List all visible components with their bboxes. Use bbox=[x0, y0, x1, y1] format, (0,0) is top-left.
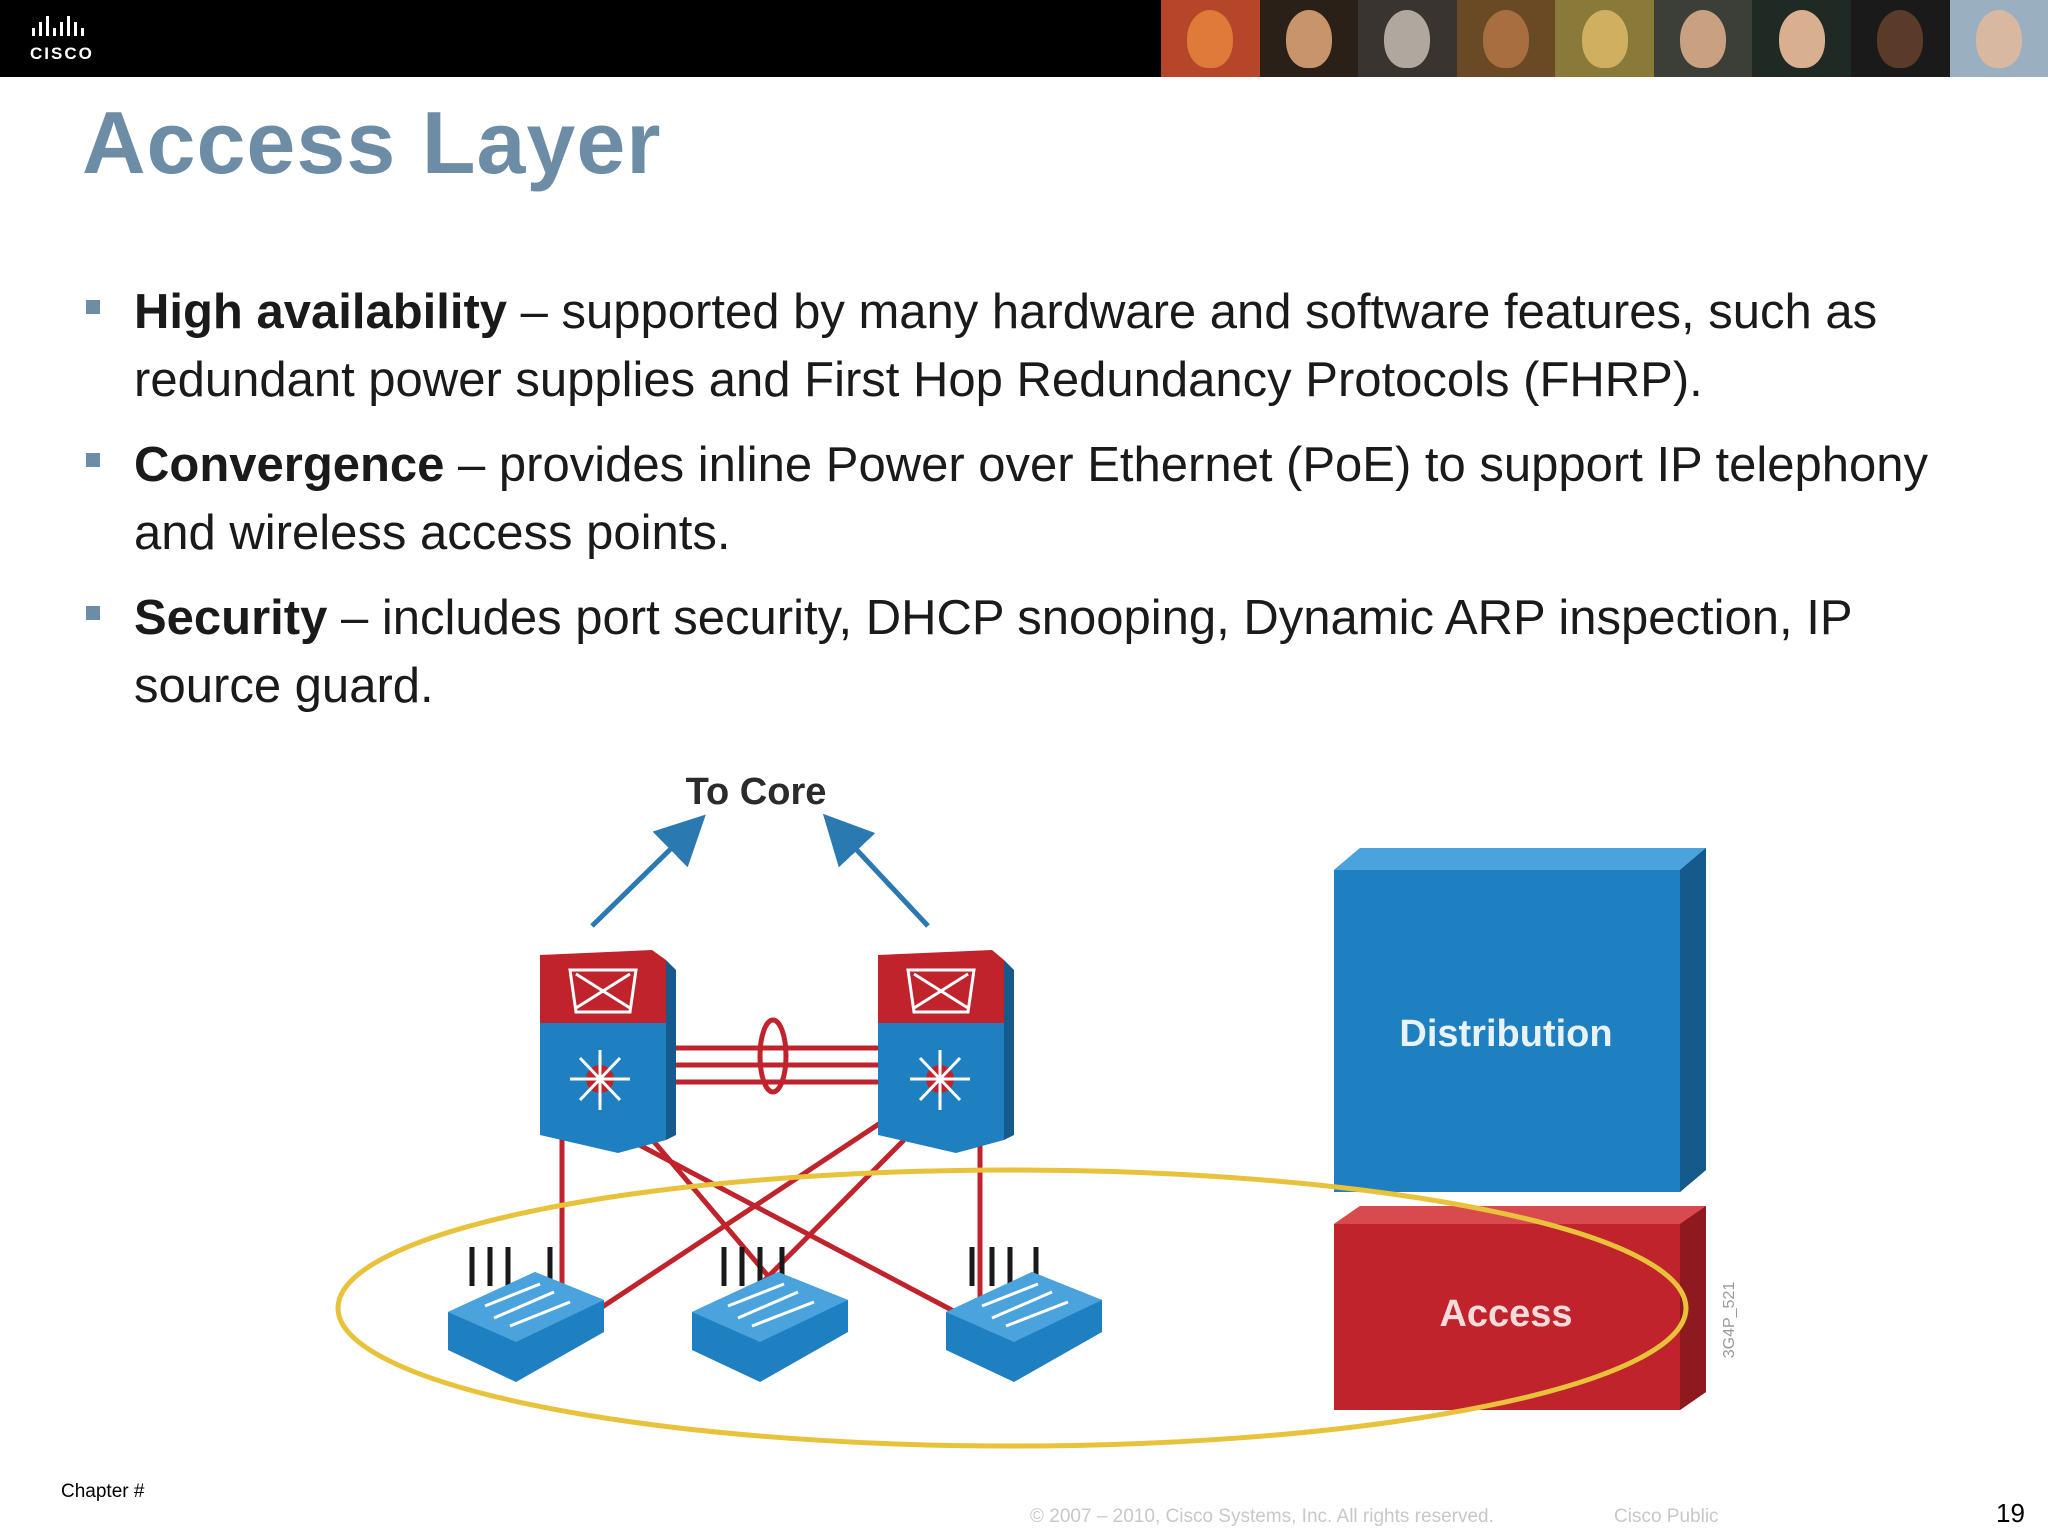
etherchannel-ring bbox=[757, 1017, 789, 1095]
network-topology-diagram: To Core bbox=[335, 771, 1738, 1449]
distribution-switch-left bbox=[540, 950, 676, 1153]
footer-chapter: Chapter # bbox=[61, 1481, 145, 1502]
bullet-text: – provides inline Power over Ethernet (P… bbox=[134, 438, 1928, 560]
photo-tile bbox=[1161, 0, 1260, 77]
access-block: Access bbox=[1334, 1206, 1706, 1410]
access-layer-ellipse bbox=[335, 1167, 1689, 1449]
photo-tile bbox=[1850, 0, 1950, 77]
bullet-term: High availability bbox=[134, 285, 508, 339]
bullet-item: Security – includes port security, DHCP … bbox=[86, 584, 1966, 720]
access-switch-right bbox=[946, 1247, 1102, 1382]
photo-tile bbox=[1259, 0, 1359, 77]
access-switch-left bbox=[448, 1247, 604, 1382]
figure-id: 3G4P_521 bbox=[1721, 1282, 1738, 1359]
cisco-logo: CISCO bbox=[30, 14, 120, 64]
bullet-item: High availability – supported by many ha… bbox=[86, 278, 1966, 414]
photo-tile bbox=[1949, 0, 2048, 77]
uplink-arrow-right bbox=[822, 813, 930, 928]
bullet-text: – includes port security, DHCP snooping,… bbox=[134, 591, 1852, 713]
to-core-label: To Core bbox=[686, 771, 827, 813]
uplink-arrow-left bbox=[590, 814, 706, 928]
bullet-term: Security bbox=[134, 591, 328, 645]
footer-classification: Cisco Public bbox=[1614, 1506, 1719, 1527]
photo-tile bbox=[1456, 0, 1556, 77]
distribution-block: Distribution bbox=[1334, 848, 1706, 1192]
photo-tile bbox=[1555, 0, 1654, 77]
page-number: 19 bbox=[1996, 1498, 2025, 1528]
distribution-label: Distribution bbox=[1399, 1013, 1612, 1055]
interswitch-links bbox=[660, 1017, 886, 1095]
distribution-switch-right bbox=[878, 950, 1014, 1153]
square-bullet-icon bbox=[86, 606, 100, 620]
photo-tile bbox=[1752, 0, 1851, 77]
square-bullet-icon bbox=[86, 453, 100, 467]
header-bar: CISCO bbox=[0, 0, 2048, 77]
square-bullet-icon bbox=[86, 300, 100, 314]
access-label: Access bbox=[1439, 1293, 1572, 1335]
bullet-term: Convergence bbox=[134, 438, 445, 492]
photo-tile bbox=[1358, 0, 1457, 77]
access-switch-middle bbox=[692, 1247, 848, 1382]
bullet-list: High availability – supported by many ha… bbox=[86, 278, 1966, 737]
slide-title: Access Layer bbox=[82, 93, 662, 192]
access-layer-diagram: To Core bbox=[280, 760, 1780, 1450]
people-photo-strip bbox=[1161, 0, 2048, 77]
footer-copyright: © 2007 – 2010, Cisco Systems, Inc. All r… bbox=[1030, 1506, 1494, 1527]
bullet-item: Convergence – provides inline Power over… bbox=[86, 431, 1966, 567]
photo-tile bbox=[1653, 0, 1753, 77]
bullet-text: – supported by many hardware and softwar… bbox=[134, 285, 1878, 407]
cisco-bridge-icon bbox=[32, 16, 84, 36]
logo-word: CISCO bbox=[30, 44, 94, 63]
